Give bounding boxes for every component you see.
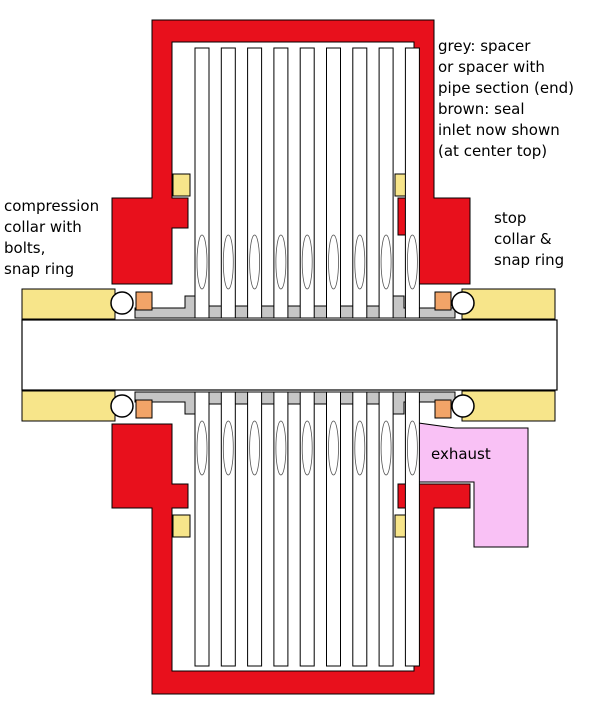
disk-lower	[378, 391, 394, 667]
snap-ring-upper-left	[110, 291, 134, 315]
disk-upper	[378, 47, 394, 319]
housing-upper	[111, 19, 471, 285]
legend-line: grey: spacer	[438, 37, 531, 55]
disk-exhaust-hole	[328, 234, 339, 290]
disk-upper	[273, 47, 289, 319]
disk-upper	[404, 47, 420, 319]
disk-exhaust-hole	[406, 234, 418, 290]
disk-upper	[299, 47, 315, 319]
legend-line: inlet now shown	[438, 121, 560, 139]
disk-exhaust-hole	[249, 234, 261, 290]
label-line: compression	[4, 197, 100, 215]
exhaust-duct	[410, 421, 529, 548]
disk-lower	[299, 391, 315, 667]
disk-upper	[352, 47, 368, 319]
disk-exhaust-hole	[406, 420, 418, 476]
snap-ring-upper-right	[451, 291, 475, 315]
legend-line: brown: seal	[438, 100, 525, 118]
left-upper-collar	[21, 288, 116, 320]
disk-exhaust-hole	[196, 234, 208, 290]
disk-exhaust-hole	[275, 234, 287, 290]
disk-exhaust-hole	[328, 420, 339, 476]
right-lower-collar	[461, 390, 556, 422]
housing-lower	[111, 423, 471, 695]
seal-upper-right	[434, 291, 452, 311]
legend-text: grey: spacer or spacer with pipe section…	[438, 36, 574, 162]
disk-upper	[247, 47, 263, 319]
disk-exhaust-hole	[301, 234, 313, 290]
disk-lower	[273, 391, 289, 667]
legend-line: or spacer with	[438, 58, 545, 76]
label-line: stop	[494, 209, 527, 227]
legend-line: (at center top)	[438, 142, 548, 160]
disk-exhaust-hole	[222, 420, 234, 476]
disk-exhaust-hole	[222, 234, 234, 290]
disk-exhaust-hole	[354, 234, 366, 290]
label-line: collar &	[494, 230, 552, 248]
label-line: collar with	[4, 218, 82, 236]
disk-lower	[194, 391, 210, 667]
seal-lower-left	[135, 399, 153, 419]
label-line: snap ring	[494, 251, 565, 269]
disk-stack	[194, 47, 420, 667]
spacer-block-upper-left	[172, 173, 191, 197]
disk-upper	[220, 47, 236, 319]
left-lower-collar	[21, 390, 116, 422]
stop-collar-label: stop collar & snap ring	[494, 208, 564, 271]
disk-exhaust-hole	[196, 420, 208, 476]
disk-upper	[194, 47, 210, 319]
disk-lower	[326, 391, 341, 667]
right-upper-collar	[461, 288, 556, 320]
disk-exhaust-hole	[275, 420, 287, 476]
snap-ring-lower-right	[451, 394, 475, 418]
disk-lower	[220, 391, 236, 667]
disk-lower	[247, 391, 263, 667]
disk-exhaust-hole	[380, 234, 392, 290]
label-line: snap ring	[4, 260, 75, 278]
exhaust-label: exhaust	[431, 445, 491, 463]
disk-exhaust-hole	[249, 420, 261, 476]
shaft	[21, 319, 558, 391]
snap-ring-lower-left	[110, 394, 134, 418]
disk-upper	[326, 47, 341, 319]
spacer-block-lower-left	[172, 514, 191, 538]
disk-exhaust-hole	[354, 420, 366, 476]
seal-lower-right	[434, 399, 452, 419]
disk-lower	[404, 391, 420, 667]
compression-collar-label: compression collar with bolts, snap ring	[4, 196, 99, 280]
disk-exhaust-hole	[380, 420, 392, 476]
seal-upper-left	[135, 291, 153, 311]
disk-exhaust-hole	[301, 420, 313, 476]
legend-line: pipe section (end)	[438, 79, 574, 97]
disk-lower	[352, 391, 368, 667]
label-line: bolts,	[4, 239, 46, 257]
